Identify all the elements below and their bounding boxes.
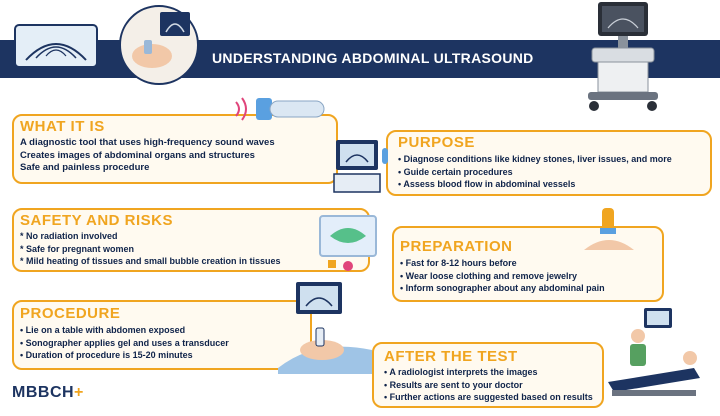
procedure-title: PROCEDURE [20, 305, 121, 322]
list-item: A diagnostic tool that uses high-frequen… [20, 137, 275, 148]
after-test-list: • A radiologist interprets the images • … [384, 366, 593, 404]
list-item: • Inform sonographer about any abdominal… [400, 283, 605, 293]
list-item: * No radiation involved [20, 231, 118, 241]
purpose-card [386, 130, 712, 196]
safety-screen-icon [319, 215, 377, 271]
list-item: • Fast for 8-12 hours before [400, 258, 517, 268]
list-item-text: Sonographer applies gel and uses a trans… [25, 337, 229, 348]
list-item: • Lie on a table with abdomen exposed [20, 325, 186, 335]
list-item-text: Lie on a table with abdomen exposed [25, 325, 186, 335]
list-item: • Assess blood flow in abdominal vessels [398, 179, 576, 189]
list-item: • A radiologist interprets the images [384, 367, 538, 377]
list-item: * Mild heating of tissues and small bubb… [20, 256, 281, 266]
after-test-card [372, 342, 604, 408]
list-item: * Safe for pregnant women [20, 243, 135, 254]
procedure-list: • Lie on a table with abdomen exposed • … [20, 324, 229, 362]
preparation-title: PREPARATION [400, 238, 513, 255]
list-item-text: Duration of procedure is 15-20 minutes [25, 350, 193, 360]
preparation-card [392, 226, 664, 302]
purpose-list: • Diagnose conditions like kidney stones… [398, 153, 672, 191]
mbbch-logo: MBBCH+ [12, 384, 84, 402]
transducer-icon [235, 97, 325, 121]
probe-skin-icon [584, 208, 634, 250]
list-item-text: A radiologist interprets the images [389, 367, 538, 377]
list-item-text: Assess blood flow in abdominal vessels [403, 179, 576, 189]
after-test-title: AFTER THE TEST [384, 348, 518, 365]
safety-title: SAFETY AND RISKS [20, 212, 174, 229]
what-it-is-title: WHAT IT IS [20, 118, 105, 135]
list-item: Creates images of abdominal organs and s… [20, 149, 255, 161]
list-item-text: Mild heating of tissues and small bubble… [26, 256, 281, 266]
list-item: • Sonographer applies gel and uses a tra… [20, 337, 229, 348]
list-item-text: Guide certain procedures [403, 166, 513, 177]
purpose-title: PURPOSE [398, 134, 475, 151]
list-item: • Guide certain procedures [398, 166, 513, 177]
ultrasound-screen-icon [14, 24, 98, 68]
what-it-is-list: A diagnostic tool that uses high-frequen… [20, 137, 275, 175]
logo-text: MBBCH [12, 384, 75, 401]
procedure-card [12, 300, 312, 370]
procedure-scene-icon [278, 282, 372, 374]
list-item: Safe and painless procedure [20, 162, 150, 173]
safety-card [12, 208, 370, 272]
list-item: • Duration of procedure is 15-20 minutes [20, 350, 193, 360]
list-item-text: Wear loose clothing and remove jewelry [405, 270, 578, 281]
list-item-text: No radiation involved [26, 231, 118, 241]
monitor-icon [333, 140, 388, 193]
list-item-text: Diagnose conditions like kidney stones, … [403, 154, 672, 164]
logo-plus-icon: + [74, 384, 84, 401]
doctor-patient-icon [608, 308, 700, 396]
scan-scene-icon [119, 5, 199, 85]
page-title: UNDERSTANDING ABDOMINAL ULTRASOUND [212, 50, 534, 66]
list-item-text: Inform sonographer about any abdominal p… [405, 283, 605, 293]
safety-list: * No radiation involved * Safe for pregn… [20, 230, 281, 268]
list-item: • Diagnose conditions like kidney stones… [398, 154, 672, 164]
list-item-text: Safe for pregnant women [26, 243, 135, 254]
list-item-text: Results are sent to your doctor [389, 379, 523, 390]
list-item-text: Further actions are suggested based on r… [389, 392, 593, 402]
preparation-list: • Fast for 8-12 hours before • Wear loos… [400, 257, 605, 295]
list-item: • Further actions are suggested based on… [384, 392, 593, 402]
list-item: • Wear loose clothing and remove jewelry [400, 270, 578, 281]
ultrasound-machine-icon [588, 2, 658, 111]
list-item-text: Fast for 8-12 hours before [405, 258, 517, 268]
list-item: • Results are sent to your doctor [384, 379, 523, 390]
